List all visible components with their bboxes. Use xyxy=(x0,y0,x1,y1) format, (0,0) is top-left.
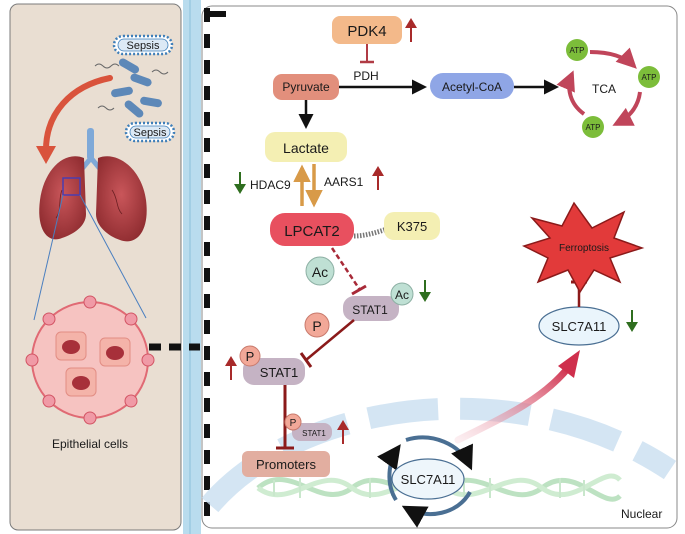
pdk4-node xyxy=(332,16,402,44)
nuclear-label: Nuclear xyxy=(621,507,662,521)
expression-arrow xyxy=(454,364,572,444)
down-arrow-icon xyxy=(419,280,431,302)
svg-text:LPCAT2: LPCAT2 xyxy=(284,223,340,240)
svg-text:Ac: Ac xyxy=(312,264,328,280)
atp-label-3: ATP xyxy=(586,123,601,132)
svg-text:SLC7A11: SLC7A11 xyxy=(552,319,607,334)
ferroptosis-burst-icon xyxy=(521,201,645,294)
ac-node xyxy=(305,256,335,286)
phosphate-node xyxy=(304,312,330,338)
down-arrow-icon xyxy=(234,172,246,194)
pdh-label: PDH xyxy=(353,69,378,83)
atp-label-2: ATP xyxy=(642,73,657,82)
acetyl-coa-node xyxy=(430,73,514,99)
epithelial-cells-label: Epithelial cells xyxy=(52,437,128,451)
stat1-acetylated-node xyxy=(343,296,399,321)
up-arrow-icon xyxy=(337,420,349,444)
svg-text:Promoters: Promoters xyxy=(256,457,316,472)
promoters-node xyxy=(242,451,330,477)
svg-text:STAT1: STAT1 xyxy=(352,303,388,317)
p-label-small: P xyxy=(290,418,297,429)
lactate-node xyxy=(265,132,347,162)
svg-text:STAT1: STAT1 xyxy=(260,365,299,380)
lpcat2-node xyxy=(270,213,354,246)
stat1-small-node xyxy=(292,423,332,441)
svg-text:P: P xyxy=(312,318,321,334)
atp-label-1: ATP xyxy=(570,46,585,55)
pyruvate-node xyxy=(273,74,339,100)
stat1-phospho-node xyxy=(243,358,305,385)
tca-cycle xyxy=(556,39,660,138)
stat1-small-label: STAT1 xyxy=(302,429,326,438)
hdac9-label: HDAC9 xyxy=(250,178,291,192)
ferroptosis-label: Ferroptosis xyxy=(559,243,609,254)
slc7a11-gene-label: SLC7A11 xyxy=(401,472,456,487)
down-arrow-icon xyxy=(626,310,638,332)
svg-text:Pyruvate: Pyruvate xyxy=(282,80,330,94)
tca-label: TCA xyxy=(592,82,616,96)
k375-node xyxy=(384,212,440,240)
cell-cluster-icon xyxy=(25,295,155,425)
infection-arrow xyxy=(43,75,113,153)
zoom-region-marker xyxy=(62,177,81,196)
slc7a11-gene-node xyxy=(377,435,473,528)
p-label-stat1: P xyxy=(246,349,255,364)
svg-text:Acetyl-CoA: Acetyl-CoA xyxy=(442,80,502,94)
svg-text:K375: K375 xyxy=(397,219,427,234)
up-arrow-icon xyxy=(372,166,384,190)
sepsis-label-top: Sepsis xyxy=(126,40,160,52)
sepsis-label-bottom: Sepsis xyxy=(133,127,167,139)
up-arrow-icon xyxy=(225,356,237,380)
panel-divider xyxy=(183,0,201,534)
bacteria-icon xyxy=(94,34,176,143)
svg-text:PDK4: PDK4 xyxy=(347,23,386,40)
aars1-label: AARS1 xyxy=(324,175,364,189)
ac-label-stat1: Ac xyxy=(395,288,409,302)
up-arrow-icon xyxy=(405,18,417,42)
svg-text:Lactate: Lactate xyxy=(283,140,329,156)
